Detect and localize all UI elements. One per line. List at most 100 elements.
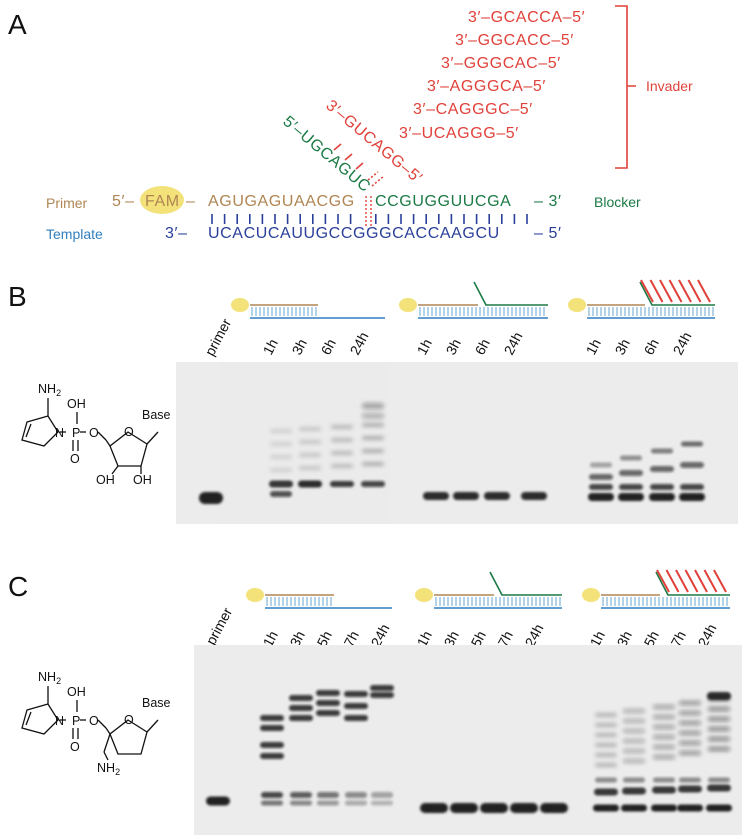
lane-label: 1h (260, 628, 281, 649)
gel-band (453, 492, 479, 500)
gel-band (260, 753, 284, 759)
invader-stroke (640, 279, 654, 303)
blocker-seq: CCGUGGUUCGA (375, 193, 511, 210)
lane-label: 3h (287, 628, 308, 649)
gel-band (594, 788, 618, 796)
gel-band (653, 715, 675, 719)
gel-band (707, 692, 731, 700)
gel-band (588, 493, 614, 501)
gel-band (290, 792, 312, 798)
gel-band (679, 777, 701, 783)
gel-band (623, 709, 645, 713)
gel-band (589, 484, 613, 490)
gel-band (345, 800, 367, 806)
gel-band (679, 731, 701, 735)
lane-label: 1h (587, 628, 608, 649)
invader-seq: 3′–GCACCA–5′ (468, 9, 585, 26)
gel-band (331, 464, 353, 468)
lane-label: 6h (472, 336, 493, 357)
primer-lane-label: primer (202, 316, 235, 359)
gel-band (679, 741, 701, 745)
gel-band (595, 713, 617, 717)
invader-stroke (649, 279, 664, 303)
gel-c (194, 645, 742, 835)
gel-band (260, 715, 284, 721)
chem-c-p: P (72, 714, 80, 728)
lane-label: 5h (468, 628, 489, 649)
gel-band (595, 763, 617, 767)
chem-p: P (72, 426, 80, 440)
gel-band (540, 803, 568, 813)
gel-band (345, 792, 367, 798)
gel-band (708, 737, 730, 741)
gel-band (651, 448, 673, 454)
lane-label: 24h (347, 329, 372, 357)
invader-stroke (675, 569, 689, 593)
chem-n: N (55, 426, 64, 440)
junction-dotted-lines (365, 196, 372, 228)
lane-label: 3h (441, 628, 462, 649)
invader-stroke (694, 569, 708, 593)
gel-band (331, 425, 353, 429)
gel-band (653, 735, 675, 739)
gel-band (681, 441, 703, 447)
gel-band (344, 715, 368, 721)
gel-band (595, 743, 617, 747)
gel-band (595, 753, 617, 757)
schematic-c-primer-template-blocker (415, 571, 562, 609)
gel-band (371, 800, 393, 806)
gel-band (317, 792, 339, 798)
template-5-prime: – 5′ (534, 225, 562, 242)
chem-base: Base (142, 408, 171, 422)
chem-c-o-ester: O (89, 714, 99, 728)
schematic-c-primer-template (246, 588, 392, 609)
gel-band (261, 792, 283, 798)
gel-band (331, 438, 353, 442)
gel-band (593, 804, 619, 812)
invader-seq: 3′–GGCACC–5′ (455, 32, 574, 49)
gel-band (362, 462, 384, 466)
gel-band (261, 800, 283, 806)
gel-band (270, 429, 292, 433)
invader-label: Invader (646, 78, 693, 94)
blocker-label: Blocker (594, 194, 641, 210)
invader-seq: 3′–AGGGCA–5′ (427, 78, 546, 95)
gel-band (653, 725, 675, 729)
gel-band (362, 413, 384, 419)
gel-band (260, 742, 284, 748)
fam-linker: – (186, 193, 196, 210)
gel-band (371, 792, 393, 798)
gel-band (289, 695, 313, 701)
gel-band (270, 468, 292, 472)
gel-band (199, 492, 223, 504)
gel-band (595, 723, 617, 727)
gel-band (298, 480, 322, 488)
lane-label: 3h (289, 336, 310, 357)
invader-seq: 3′–UCAGGG–5′ (399, 125, 519, 142)
gel-band (316, 700, 340, 706)
gel-band (330, 481, 354, 487)
invader-stroke (684, 569, 699, 593)
gel-band (361, 481, 385, 487)
template-3-prime: 3′– (165, 225, 188, 242)
gel-band (708, 727, 730, 731)
gel-band (622, 787, 646, 795)
chem-oh: OH (67, 397, 86, 411)
ribonucleotide-structure (21, 398, 159, 475)
gel-b (176, 362, 738, 524)
lane-label: 3h (443, 336, 464, 357)
gel-band (680, 484, 704, 490)
ribonucleotide-labels: NH2 N P OH O O O Base OH OH (38, 382, 171, 487)
chem-c-o-ring: O (124, 713, 134, 727)
panel-c-letter: C (8, 571, 28, 602)
gel-band (420, 803, 448, 813)
invader-stroke (713, 569, 727, 593)
lane-label: 1h (414, 628, 435, 649)
lane-label: 3h (614, 628, 635, 649)
invader-stroke (703, 569, 718, 593)
lane-label: 24h (501, 329, 526, 357)
gel-band (270, 491, 292, 497)
gel-band (316, 690, 340, 696)
